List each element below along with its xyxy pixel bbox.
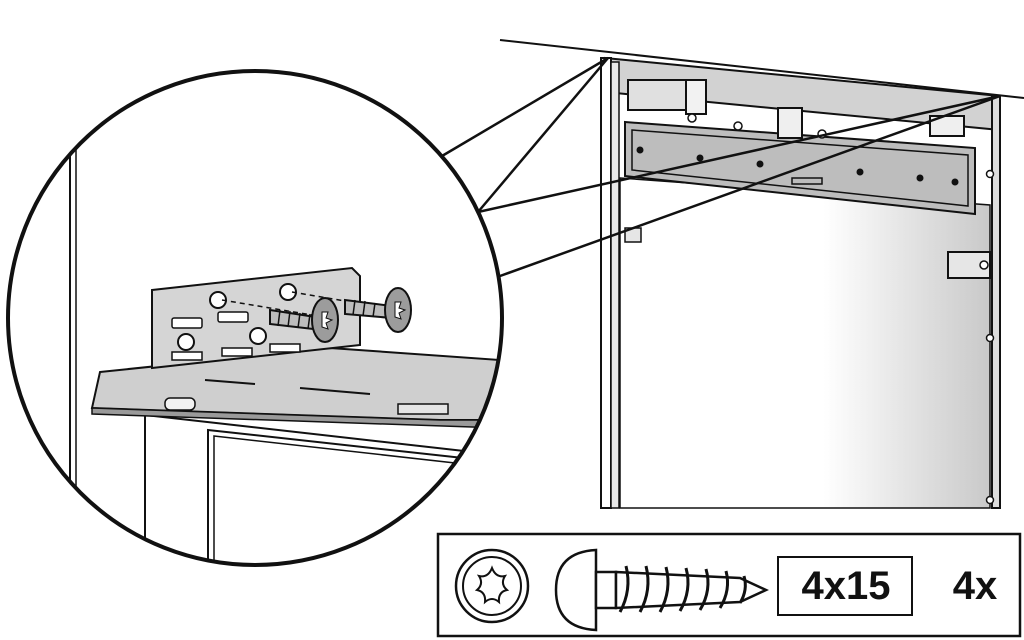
screw-lower <box>269 297 339 343</box>
mounting-bracket <box>151 266 361 370</box>
pan-head-screw-icon <box>554 548 769 632</box>
hardware-spec-box <box>436 532 1022 638</box>
screw-quantity-label: 4x <box>952 564 998 608</box>
top-clips <box>627 79 965 139</box>
screw-upper <box>344 287 412 333</box>
callout-lines <box>441 56 1001 278</box>
detail-magnifier <box>6 69 504 567</box>
appliance-cabinet <box>499 39 1024 509</box>
screw-size-label: 4x15 <box>801 564 891 608</box>
screw-size-frame <box>777 556 913 616</box>
torx-drive-icon <box>454 548 530 624</box>
